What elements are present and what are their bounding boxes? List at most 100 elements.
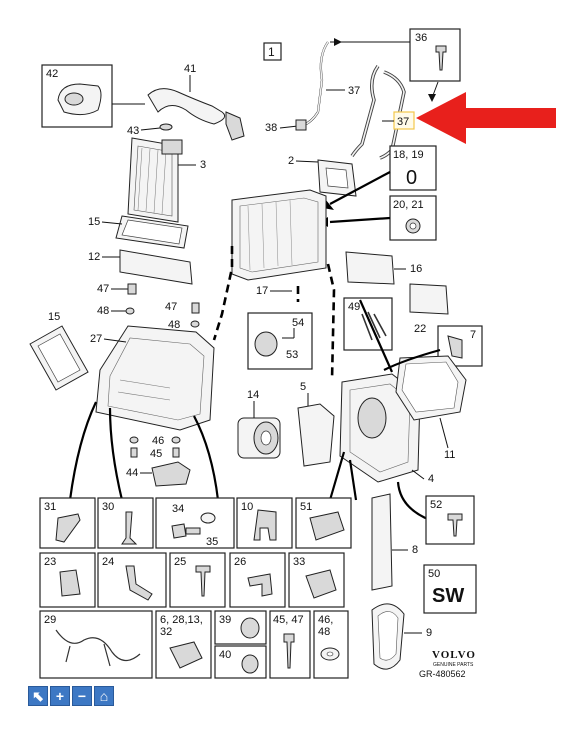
part-3-heater-core — [127, 137, 183, 223]
callout-41: 41 — [184, 63, 196, 75]
callout-43: 43 — [127, 125, 139, 137]
part-44-mount — [151, 461, 191, 487]
brand-name: VOLVO — [432, 649, 476, 661]
callout-47a: 47 — [97, 283, 109, 295]
viewer-toolbar: ⬉ + − ⌂ — [28, 686, 114, 706]
box-40-label: 40 — [219, 649, 231, 661]
box-50-value: SW — [432, 585, 464, 607]
box-30-label: 30 — [102, 501, 114, 513]
callout-27: 27 — [90, 333, 102, 345]
callout-2: 2 — [288, 155, 294, 167]
box-24-label: 24 — [102, 556, 114, 568]
callout-11: 11 — [444, 449, 455, 461]
part-34-bolt — [171, 523, 201, 539]
box-18-19-label: 18, 19 — [393, 149, 424, 161]
highlight-arrow — [416, 92, 556, 144]
part-39-plug — [240, 617, 260, 639]
box-39-label: 39 — [219, 614, 231, 626]
box-20-21-label: 20, 21 — [393, 199, 424, 211]
part-49-clips — [361, 311, 387, 341]
callout-48a: 48 — [97, 305, 109, 317]
callout-46: 46 — [152, 435, 164, 447]
box-26-label: 26 — [234, 556, 246, 568]
part-35-washer — [200, 512, 216, 524]
box-6-label-2: 32 — [160, 626, 172, 638]
part-4-housing — [339, 373, 421, 483]
part-26-clip — [247, 573, 273, 597]
callout-47b: 47 — [165, 301, 177, 313]
part-41-hose — [147, 88, 226, 125]
callout-1: 1 — [268, 45, 275, 59]
part-box-23[interactable] — [39, 552, 96, 608]
zoom-out-icon[interactable]: − — [72, 686, 92, 706]
box-23-label: 23 — [44, 556, 56, 568]
part-33-part — [305, 569, 337, 599]
box-34-label: 34 — [172, 503, 184, 515]
part-box-50[interactable] — [423, 564, 477, 614]
box-50-label: 50 — [428, 568, 440, 580]
callout-54: 54 — [292, 317, 304, 329]
box-33-label: 33 — [293, 556, 305, 568]
callout-3: 3 — [200, 159, 206, 171]
callout-box-1[interactable] — [263, 42, 282, 61]
callout-53: 53 — [286, 349, 298, 361]
callout-5: 5 — [300, 381, 306, 393]
part-box-25[interactable] — [169, 552, 226, 608]
box-25-label: 25 — [174, 556, 186, 568]
callout-37b: 37 — [397, 116, 409, 128]
callout-16: 16 — [410, 263, 422, 275]
callout-36: 36 — [415, 32, 427, 44]
part-52-screw — [447, 513, 463, 537]
callout-38: 38 — [265, 122, 277, 134]
part-40-plug — [241, 654, 259, 674]
callout-42: 42 — [46, 68, 58, 80]
zoom-in-icon[interactable]: + — [50, 686, 70, 706]
callout-45: 45 — [150, 448, 162, 460]
part-51-module — [309, 511, 345, 541]
callout-9: 9 — [426, 627, 432, 639]
callout-48b: 48 — [168, 319, 180, 331]
part-box-49[interactable] — [343, 297, 393, 351]
callout-49: 49 — [348, 301, 360, 313]
part-7-bracket — [447, 335, 463, 359]
part-53-cap — [254, 331, 278, 357]
part-box-46-48[interactable] — [313, 610, 349, 679]
callout-8: 8 — [412, 544, 418, 556]
callout-37a: 37 — [348, 85, 360, 97]
part-31-clip — [55, 513, 81, 543]
callout-22: 22 — [414, 323, 426, 335]
callout-4: 4 — [428, 473, 434, 485]
box-29-label: 29 — [44, 614, 56, 626]
box-6-label: 6, 28,13, — [160, 614, 203, 626]
box-46-label-2: 48 — [318, 626, 330, 638]
part-16-module — [345, 251, 395, 285]
box-18-19-value: 0 — [406, 167, 417, 189]
box-51-label: 51 — [300, 501, 312, 513]
part-42-hole — [64, 92, 84, 106]
part-box-29[interactable] — [39, 610, 153, 679]
part-45-bolt — [283, 633, 295, 669]
part-27-housing — [95, 325, 215, 431]
callout-15a: 15 — [88, 216, 100, 228]
brand-subtitle: GENUINE PARTS — [433, 662, 474, 668]
part-25-screw — [195, 565, 211, 597]
part-6-actuator — [169, 641, 203, 669]
home-icon[interactable]: ⌂ — [94, 686, 114, 706]
part-29-wiring — [55, 629, 141, 667]
part-box-36[interactable] — [409, 28, 461, 82]
box-35-label: 35 — [206, 536, 218, 548]
pointer-icon[interactable]: ⬉ — [28, 686, 48, 706]
part-36-screw — [435, 45, 447, 71]
part-10-bracket — [253, 509, 277, 541]
callout-17: 17 — [256, 285, 268, 297]
callout-15b: 15 — [48, 311, 60, 323]
part-43-ring — [159, 123, 173, 131]
callout-7: 7 — [470, 329, 476, 341]
part-23-clip — [59, 569, 81, 597]
part-37-pipe-left — [301, 41, 329, 128]
part-box-34-35[interactable] — [155, 497, 235, 549]
part-box-18-19[interactable] — [389, 145, 437, 191]
box-46-label: 46, — [318, 614, 333, 626]
callout-12: 12 — [88, 251, 100, 263]
part-12-tray — [119, 249, 193, 285]
